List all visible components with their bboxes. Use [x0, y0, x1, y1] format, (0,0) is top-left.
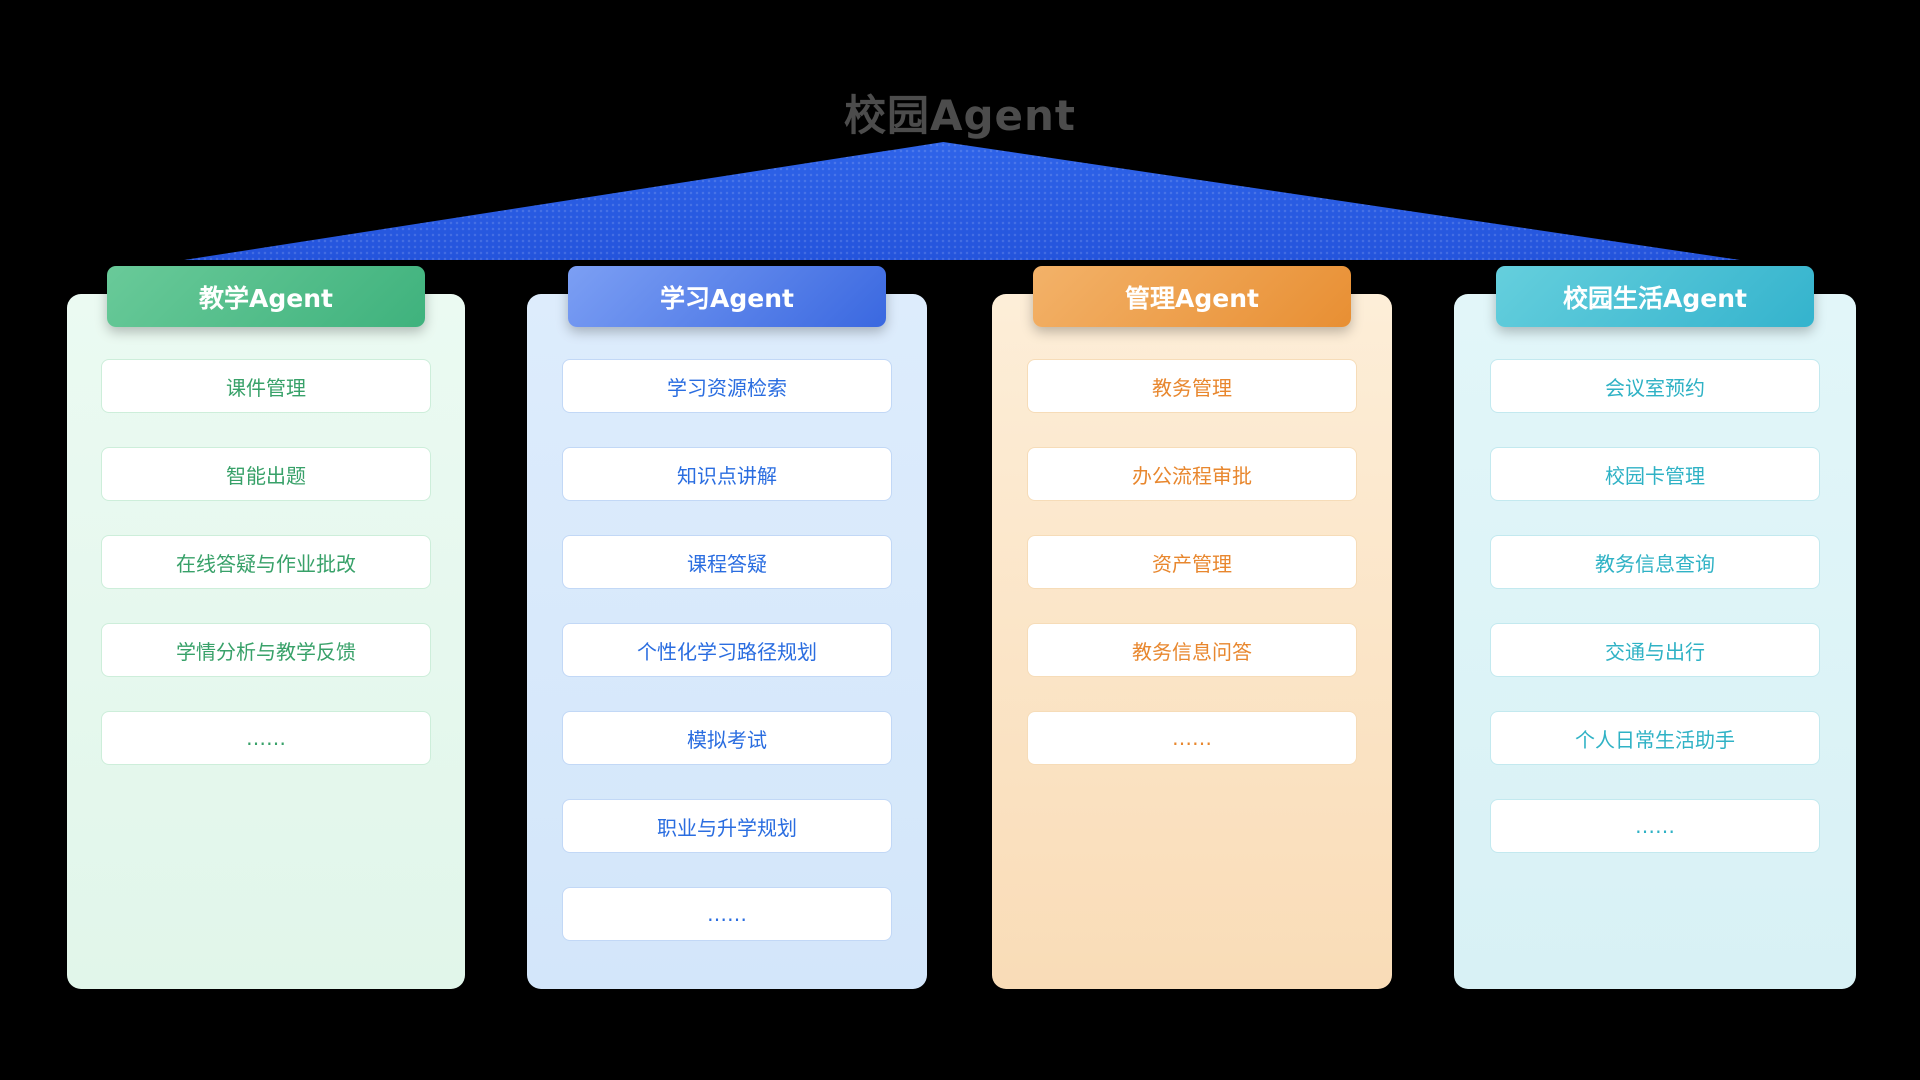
- feature-item: 智能出题: [101, 447, 431, 501]
- feature-item: 个性化学习路径规划: [562, 623, 892, 677]
- page-title: 校园Agent: [843, 91, 1077, 140]
- feature-item: 教务管理: [1027, 359, 1357, 413]
- column-teaching-agent: 教学Agent 课件管理 智能出题 在线答疑与作业批改 学情分析与教学反馈 ……: [67, 266, 465, 989]
- feature-item: 办公流程审批: [1027, 447, 1357, 501]
- feature-item: 资产管理: [1027, 535, 1357, 589]
- column-header-learning: 学习Agent: [568, 266, 886, 327]
- feature-item: 学习资源检索: [562, 359, 892, 413]
- feature-item: 知识点讲解: [562, 447, 892, 501]
- feature-item-ellipsis: ……: [101, 711, 431, 765]
- learning-items: 学习资源检索 知识点讲解 课程答疑 个性化学习路径规划 模拟考试 职业与升学规划…: [527, 359, 927, 941]
- management-items: 教务管理 办公流程审批 资产管理 教务信息问答 ……: [992, 359, 1392, 765]
- column-header-teaching: 教学Agent: [107, 266, 425, 327]
- feature-item: 教务信息问答: [1027, 623, 1357, 677]
- column-header-management: 管理Agent: [1033, 266, 1351, 327]
- feature-item: 会议室预约: [1490, 359, 1820, 413]
- column-header-campus-life: 校园生活Agent: [1496, 266, 1814, 327]
- campus-life-items: 会议室预约 校园卡管理 教务信息查询 交通与出行 个人日常生活助手 ……: [1454, 359, 1856, 853]
- feature-item-ellipsis: ……: [1490, 799, 1820, 853]
- feature-item: 职业与升学规划: [562, 799, 892, 853]
- teaching-items: 课件管理 智能出题 在线答疑与作业批改 学情分析与教学反馈 ……: [67, 359, 465, 765]
- feature-item: 教务信息查询: [1490, 535, 1820, 589]
- feature-item: 课程答疑: [562, 535, 892, 589]
- feature-item: 在线答疑与作业批改: [101, 535, 431, 589]
- feature-item-ellipsis: ……: [1027, 711, 1357, 765]
- column-learning-agent: 学习Agent 学习资源检索 知识点讲解 课程答疑 个性化学习路径规划 模拟考试…: [527, 266, 927, 989]
- column-campus-life-agent: 校园生活Agent 会议室预约 校园卡管理 教务信息查询 交通与出行 个人日常生…: [1454, 266, 1856, 989]
- fanout-triangle-shape: [184, 142, 1740, 260]
- feature-item: 课件管理: [101, 359, 431, 413]
- feature-item: 学情分析与教学反馈: [101, 623, 431, 677]
- feature-item: 校园卡管理: [1490, 447, 1820, 501]
- feature-item: 个人日常生活助手: [1490, 711, 1820, 765]
- feature-item: 模拟考试: [562, 711, 892, 765]
- feature-item-ellipsis: ……: [562, 887, 892, 941]
- feature-item: 交通与出行: [1490, 623, 1820, 677]
- agent-columns: 教学Agent 课件管理 智能出题 在线答疑与作业批改 学情分析与教学反馈 ………: [0, 266, 1920, 989]
- column-management-agent: 管理Agent 教务管理 办公流程审批 资产管理 教务信息问答 ……: [992, 266, 1392, 989]
